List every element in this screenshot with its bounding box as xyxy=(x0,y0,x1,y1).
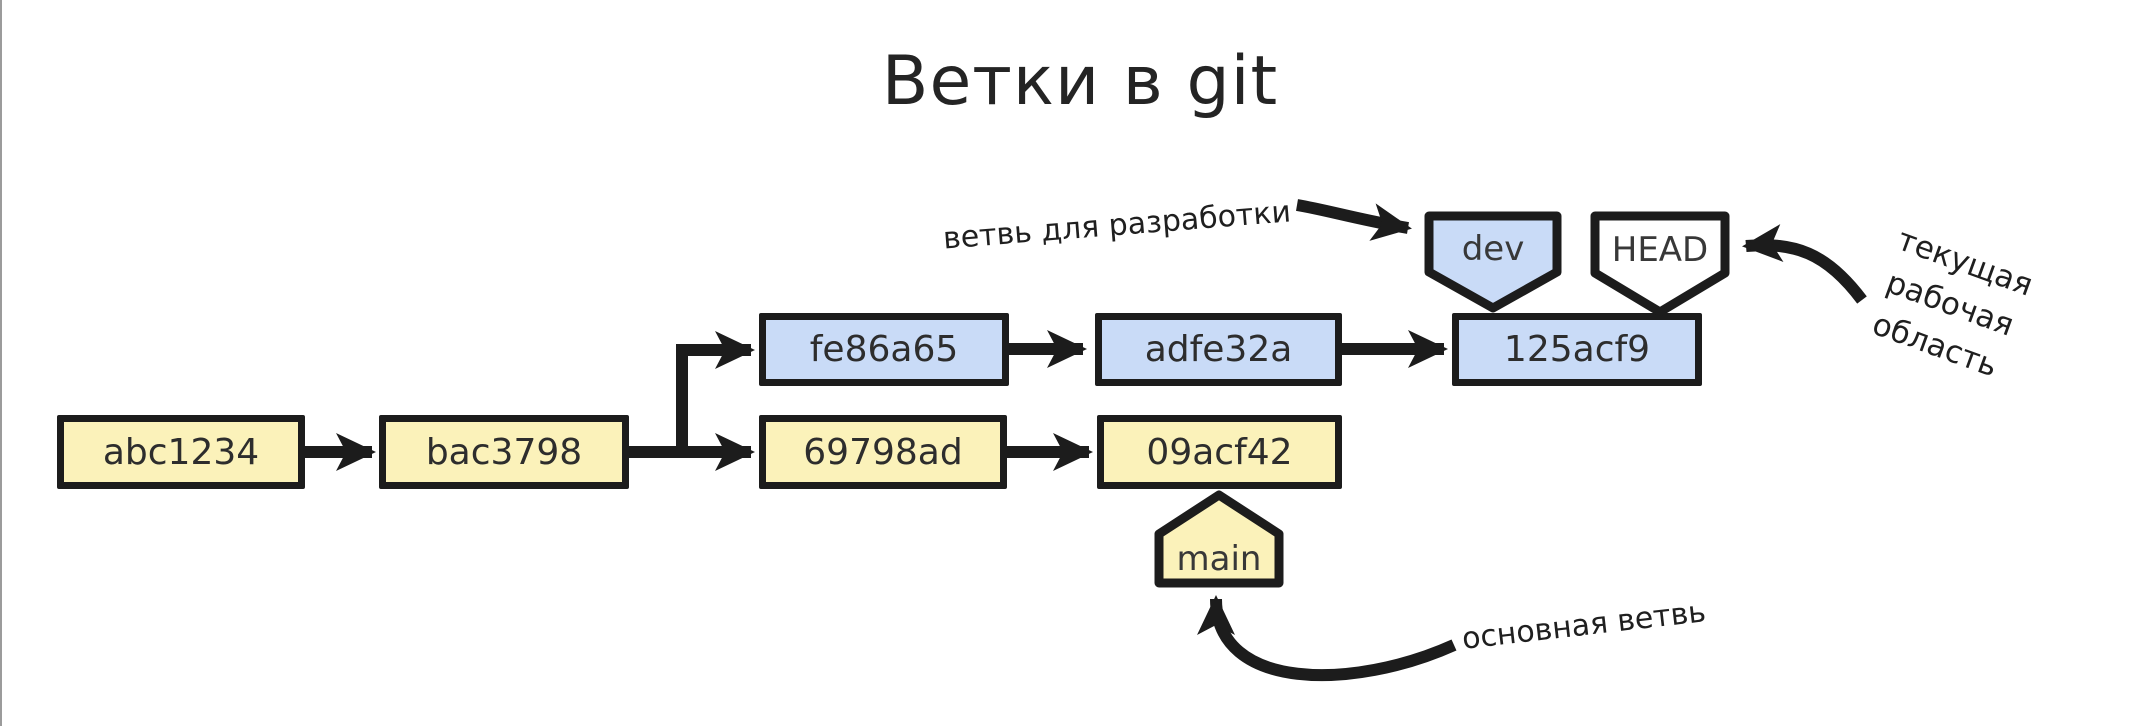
branch-tag-dev: dev xyxy=(1424,211,1562,313)
main-tag-label: main xyxy=(1177,539,1262,579)
arrow-annotation-main xyxy=(1197,595,1457,682)
arrow-annotation-head xyxy=(1742,224,1867,304)
head-tag: HEAD xyxy=(1590,211,1730,317)
head-tag-shape xyxy=(1590,211,1730,317)
commit-node-09acf42: 09acf42 xyxy=(1097,415,1342,489)
commit-node-69798ad: 69798ad xyxy=(759,415,1007,489)
edge-bac3798-fe86a65 xyxy=(676,331,755,452)
main-tag-shape xyxy=(1154,490,1284,588)
arrow-annotation-dev xyxy=(1296,199,1412,241)
commit-node-fe86a65: fe86a65 xyxy=(759,313,1009,386)
head-tag-label: HEAD xyxy=(1612,230,1709,270)
branch-tag-main: main xyxy=(1154,490,1284,588)
commit-node-bac3798: bac3798 xyxy=(379,415,629,489)
commit-node-abc1234: abc1234 xyxy=(57,415,305,489)
commit-node-125acf9: 125acf9 xyxy=(1452,313,1702,386)
dev-tag-label: dev xyxy=(1462,229,1525,269)
dev-tag-shape xyxy=(1424,211,1562,313)
page-title: Ветки в git xyxy=(881,42,1279,121)
commit-node-adfe32a: adfe32a xyxy=(1095,313,1342,386)
